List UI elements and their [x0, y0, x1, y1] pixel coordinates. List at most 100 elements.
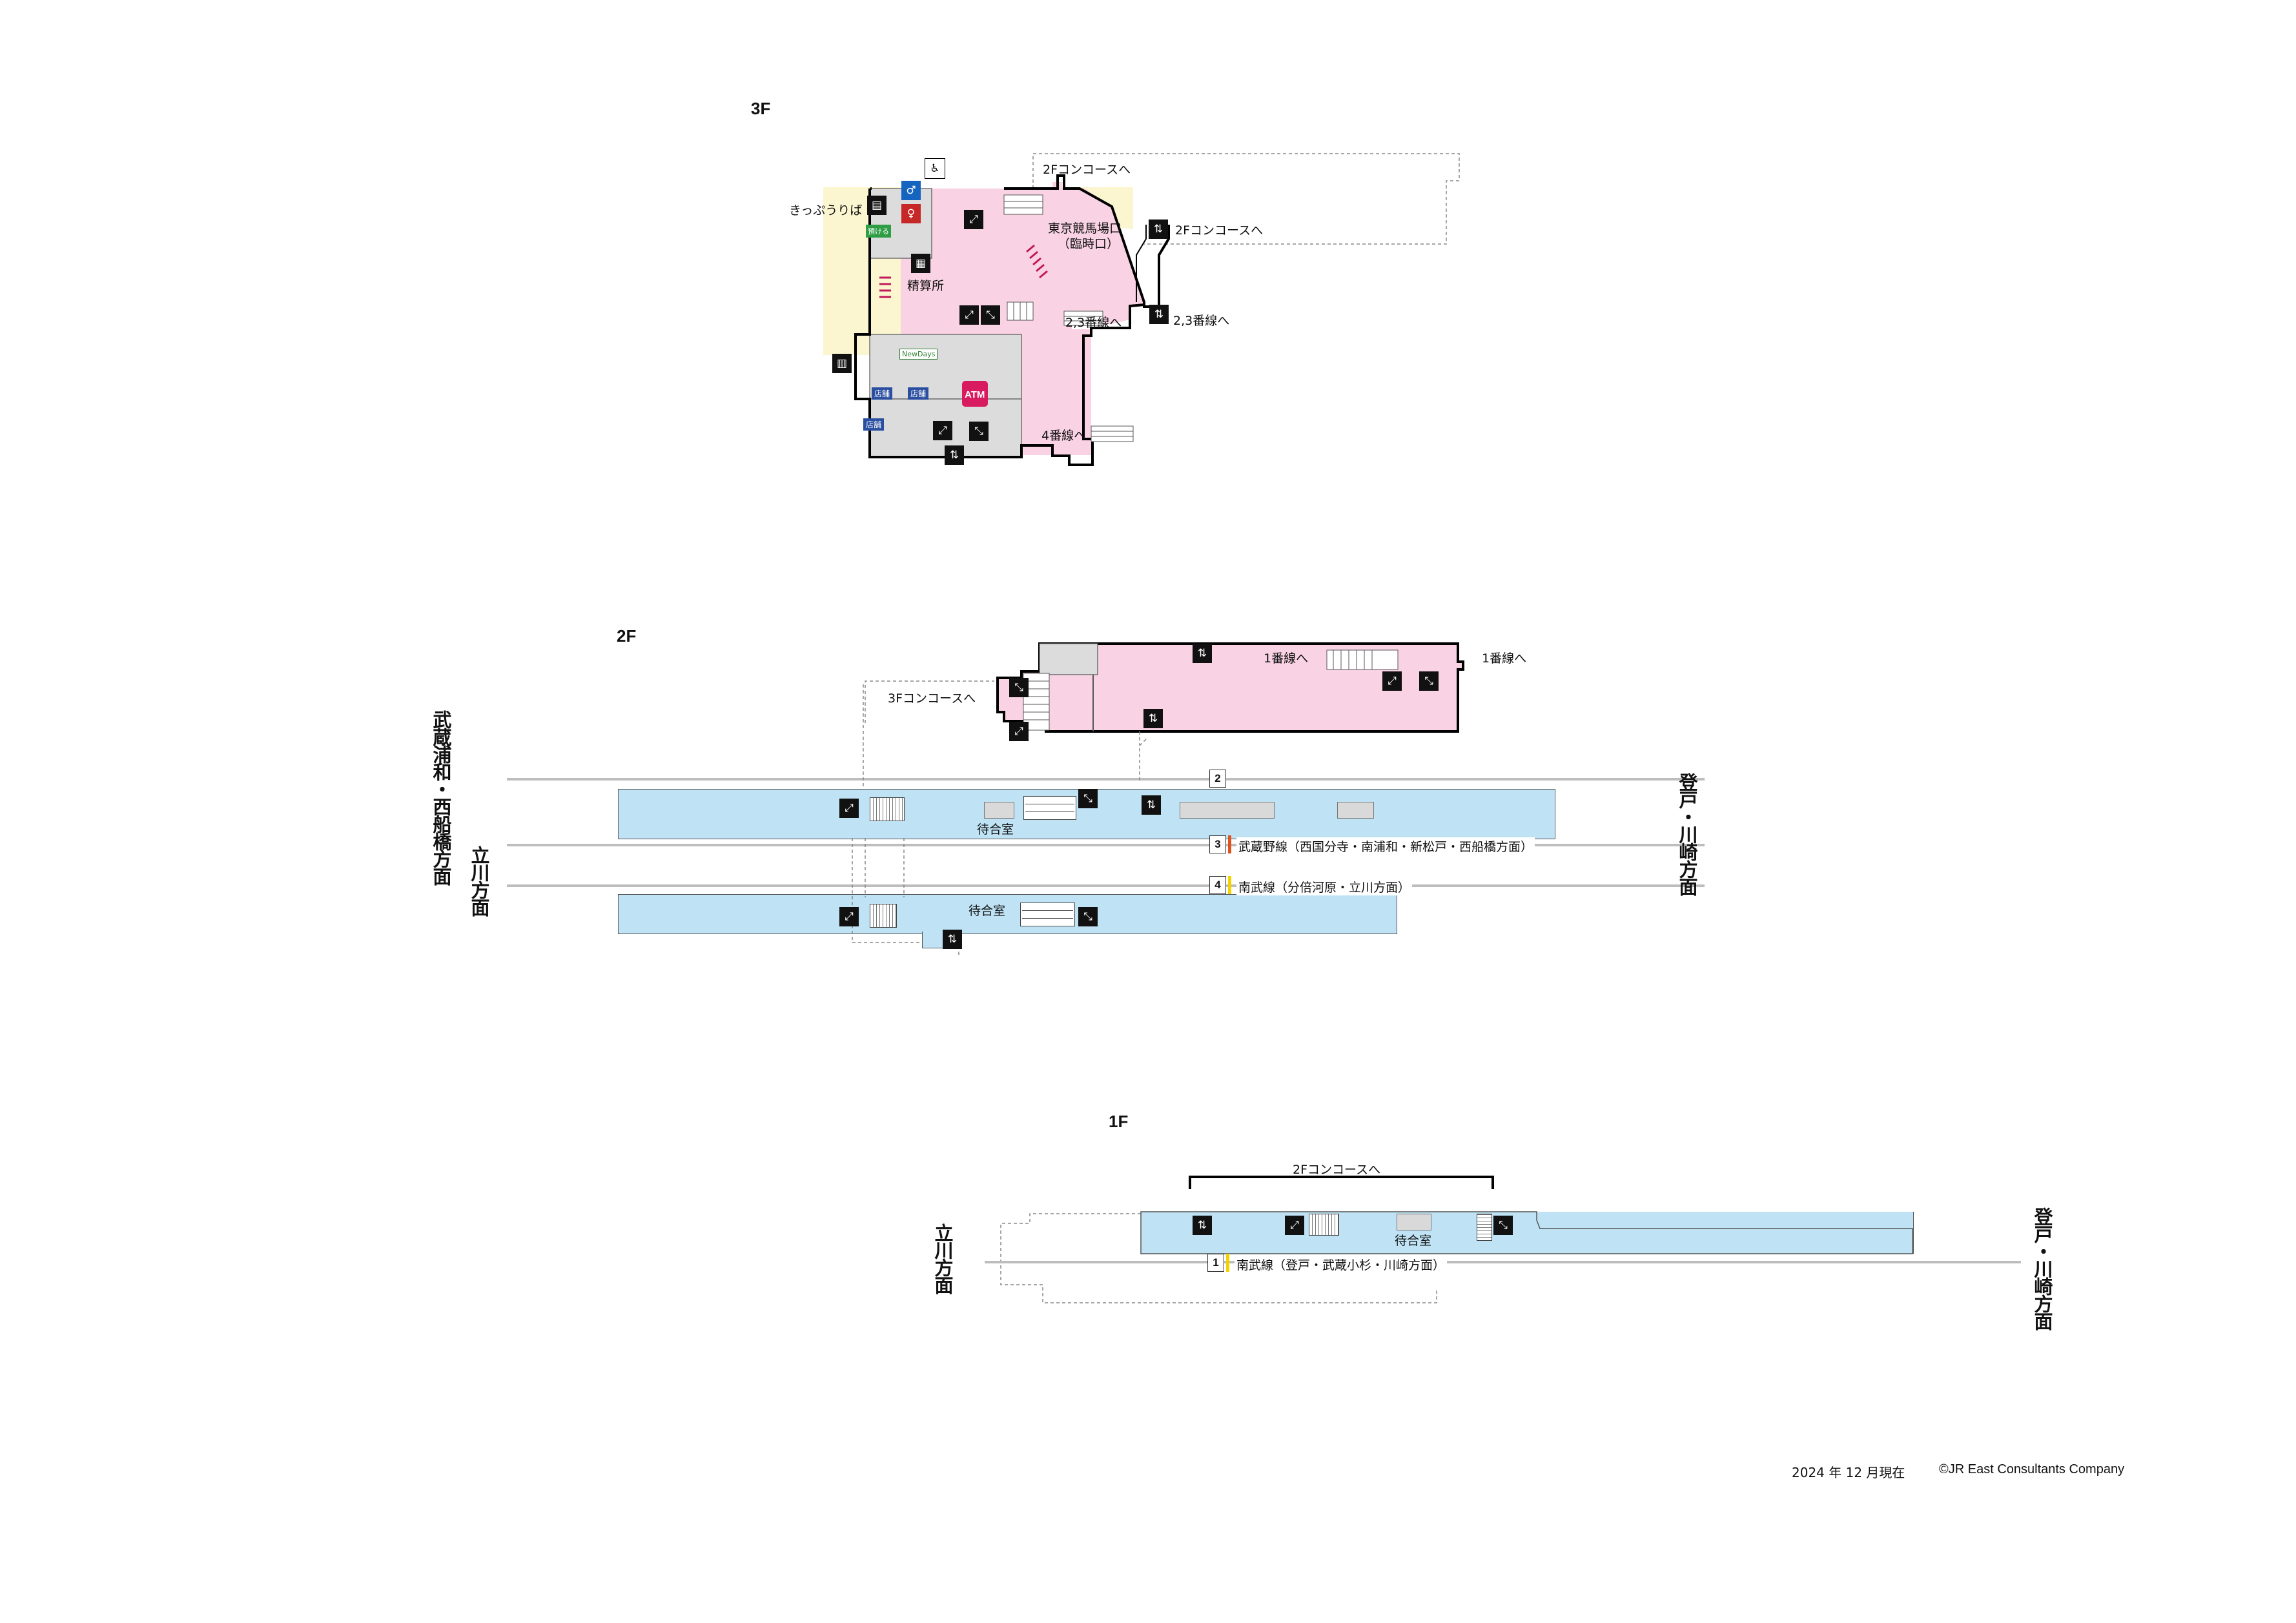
atm-label: ATM — [965, 389, 985, 400]
stairs-3f-mid — [1063, 311, 1103, 326]
track-label-1: 南武線（登戸・武蔵小杉・川崎方面） — [1235, 1256, 1448, 1273]
newdays-logo: NewDays — [899, 349, 938, 360]
coin-locker-icon: ▥ — [832, 354, 852, 373]
direction-1f-left: 立川方面 — [932, 1223, 954, 1293]
shop-tag-3: 店舗 — [863, 418, 885, 431]
shop-tag-1: 店舗 — [872, 387, 893, 400]
label-waiting-room-1f: 待合室 — [1395, 1234, 1432, 1248]
ticket-machine-icon: ▤ — [867, 196, 887, 215]
stairs-platform-1-right — [1477, 1214, 1492, 1241]
label-race-exit-line2: （臨時口） — [1058, 237, 1120, 251]
restroom-male-icon: ♂ — [901, 181, 921, 200]
floor-label-2f: 2F — [617, 626, 637, 646]
restroom-female-icon: ♀ — [901, 204, 921, 223]
label-fare-adjust: 精算所 — [907, 279, 945, 293]
track-number-3: 3 — [1209, 835, 1226, 853]
footer-copyright: ©JR East Consultants Company — [1939, 1462, 2125, 1476]
stairs-3f-left — [1007, 301, 1034, 321]
label-ticket: きっぷうりば — [789, 203, 863, 218]
track-4 — [507, 884, 1705, 887]
label-to-2f-concourse-right: 2Fコンコースへ — [1175, 223, 1264, 238]
escalator-platform-4 — [1020, 903, 1075, 926]
footer-date: 2024 年 12 月現在 — [1792, 1465, 1905, 1480]
shop-platform-1 — [1397, 1214, 1431, 1230]
line-color-nambu — [1228, 876, 1231, 894]
label-to-4: 4番線へ — [1041, 429, 1087, 443]
track-1 — [985, 1261, 2021, 1263]
escalator-icon: ⤢ — [964, 210, 983, 229]
track-label-4: 南武線（分倍河原・立川方面） — [1236, 878, 1413, 895]
elevator-icon: ⇅ — [1193, 1216, 1212, 1235]
label-to-23-outside: 2,3番線へ — [1173, 314, 1230, 328]
track-number-2: 2 — [1209, 770, 1226, 788]
stairs-platform-4-left — [870, 904, 897, 928]
platform-4 — [618, 894, 1397, 934]
platform-links-2f — [852, 684, 1147, 955]
upper-structure-outline — [1032, 153, 1460, 245]
label-to-3f-concourse: 3Fコンコースへ — [888, 691, 976, 706]
escalator-icon: ⤡ — [1078, 789, 1098, 808]
fare-gates-left — [879, 276, 891, 298]
elevator-icon: ⇅ — [1149, 219, 1168, 239]
line-color-musashino — [1228, 835, 1231, 853]
escalator-icon: ⤡ — [1419, 671, 1439, 691]
escalator-icon: ⤢ — [1382, 671, 1402, 691]
label-waiting-room-23: 待合室 — [977, 822, 1014, 837]
shop-block-newdays — [869, 334, 1022, 400]
escalator-icon: ⤢ — [959, 305, 979, 325]
elevator-icon: ⇅ — [943, 930, 962, 949]
locker-badge: 預ける — [866, 225, 891, 238]
floor-label-3f: 3F — [751, 99, 771, 118]
label-waiting-room-4: 待合室 — [969, 904, 1006, 918]
stairs-platform-23-left — [870, 797, 905, 821]
ticket-office-icon: ▦ — [911, 254, 930, 273]
elevator-icon: ⇅ — [1142, 795, 1161, 815]
label-to-1: 1番線へ — [1264, 651, 1309, 666]
label-to-1-outside: 1番線へ — [1482, 651, 1527, 666]
direction-2f-left2: 立川方面 — [468, 846, 490, 915]
platform-1f-dashed — [1000, 1213, 1437, 1303]
track-3 — [507, 844, 1705, 846]
atm-badge — [962, 381, 988, 407]
escalator-icon: ⤡ — [1009, 678, 1029, 697]
elevator-icon: ⇅ — [945, 445, 964, 465]
escalator-icon: ⤡ — [1493, 1216, 1513, 1235]
fare-gates-right — [1026, 244, 1048, 279]
track-number-1: 1 — [1207, 1254, 1224, 1272]
platform-1-outline — [1140, 1211, 1913, 1254]
escalator-icon: ⤢ — [1285, 1216, 1304, 1235]
stairs-3f-top — [1003, 194, 1043, 215]
escalator-icon: ⤢ — [839, 907, 859, 926]
track-2 — [507, 778, 1705, 781]
label-race-exit-line1: 東京競馬場口 — [1048, 221, 1122, 236]
stairs-platform-1 — [1309, 1214, 1339, 1236]
escalator-icon: ⤡ — [969, 422, 989, 441]
shop-tag-2: 店舗 — [908, 387, 929, 400]
concourse-bracket-1f — [1189, 1176, 1494, 1189]
track-label-3: 武蔵野線（西国分寺・南浦和・新松戸・西船橋方面） — [1236, 837, 1535, 855]
escalator-icon: ⤡ — [981, 305, 1000, 325]
wheelchair-icon: ♿ — [925, 158, 945, 179]
label-to-23-inside: 2,3番線へ — [1065, 316, 1122, 330]
escalator-icon: ⤢ — [1009, 722, 1029, 741]
direction-1f-right: 登戸・川崎方面 — [2031, 1207, 2053, 1329]
escalator-icon: ⤢ — [839, 799, 859, 818]
direction-2f-left: 武蔵浦和・西船橋方面 — [430, 710, 452, 884]
line-color-nambu-1f — [1226, 1254, 1229, 1272]
floor-2f-concourse — [865, 642, 1464, 746]
shop-platform-23-b — [1180, 802, 1275, 819]
elevator-icon: ⇅ — [1193, 644, 1212, 663]
shop-platform-23-c — [1337, 802, 1374, 819]
floor-label-1f: 1F — [1109, 1112, 1129, 1131]
shop-platform-23-a — [984, 802, 1014, 819]
direction-2f-right: 登戸・川崎方面 — [1676, 773, 1698, 895]
stairs-3f-low — [1091, 425, 1134, 442]
escalator-icon: ⤢ — [933, 421, 952, 440]
track-number-4: 4 — [1209, 876, 1226, 894]
label-to-2f-concourse-1f: 2Fコンコースへ — [1293, 1163, 1381, 1177]
label-to-2f-concourse-top: 2Fコンコースへ — [1043, 163, 1131, 177]
escalator-platform-23 — [1023, 796, 1076, 820]
elevator-icon: ⇅ — [1149, 305, 1169, 324]
elevator-icon: ⇅ — [1143, 709, 1163, 728]
escalator-icon: ⤡ — [1078, 907, 1098, 926]
